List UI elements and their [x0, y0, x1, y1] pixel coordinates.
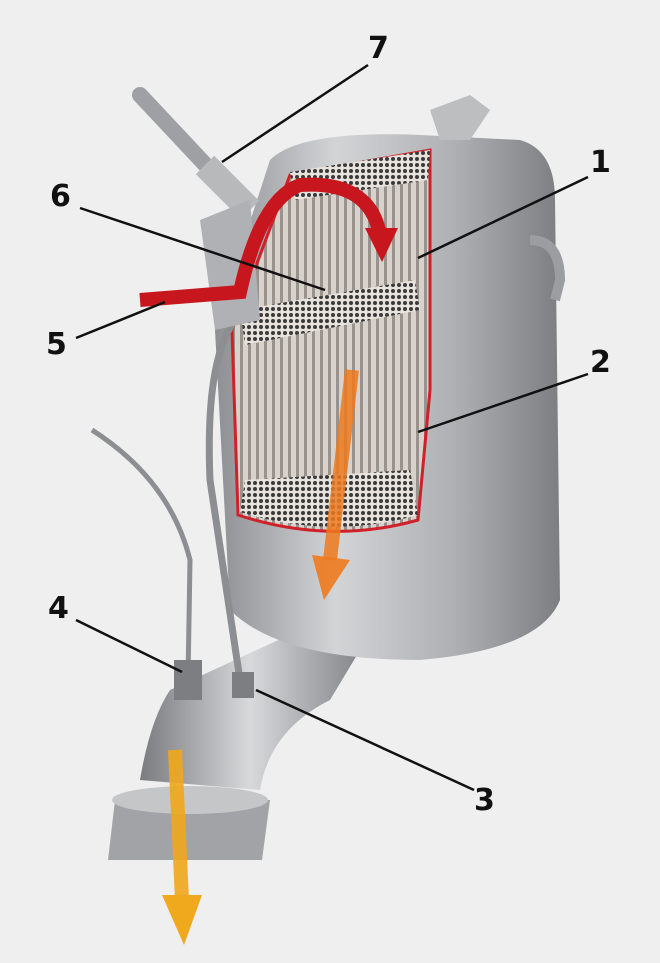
filtered-flow-arrow — [323, 369, 359, 561]
exit-flow-arrowhead — [162, 895, 202, 945]
pressure-pipe — [205, 317, 244, 681]
callout-5: 5 — [46, 327, 67, 362]
exhaust-inlet-arrowhead — [365, 228, 398, 262]
sensor-4 — [174, 660, 202, 700]
exit-flow-arrow — [168, 749, 189, 901]
outlet-pipe — [108, 630, 360, 860]
sensor-3 — [232, 672, 254, 698]
exhaust-inlet-arrow — [139, 177, 387, 307]
temperature-sensor-wire — [90, 427, 193, 681]
callout-6: 6 — [50, 179, 71, 214]
leader-lines — [75, 63, 589, 792]
callout-3: 3 — [474, 783, 495, 818]
callout-2: 2 — [590, 345, 611, 380]
callout-4: 4 — [48, 591, 69, 626]
callout-1: 1 — [590, 145, 611, 180]
filtered-flow-arrowhead — [312, 555, 350, 600]
callout-7: 7 — [368, 31, 389, 66]
